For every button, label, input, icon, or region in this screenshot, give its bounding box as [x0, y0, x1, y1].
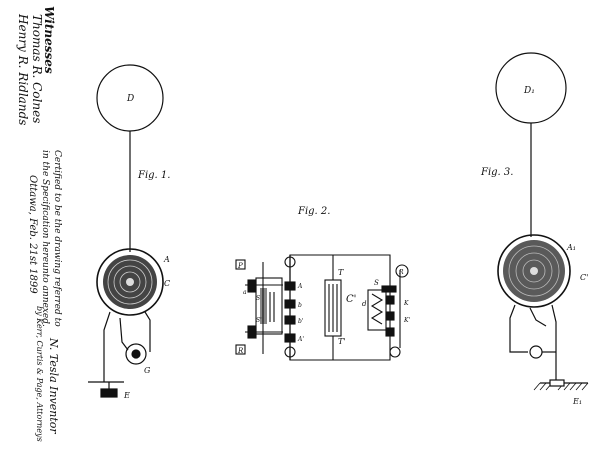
- fig1-device-G-center: [131, 349, 141, 359]
- fig2-contact-A2: [284, 333, 296, 343]
- fig2-contact-a2: [247, 325, 257, 339]
- fig1-coil-ring-2: [113, 265, 147, 299]
- fig3-coil-ring: [508, 245, 560, 297]
- fig3-label-C1: C': [580, 273, 588, 282]
- fig2-contact-S: [381, 285, 397, 293]
- fig2-spring-coil: [370, 293, 384, 325]
- fig3-left-lead: [509, 304, 528, 353]
- fig1-title: Fig. 1.: [137, 170, 170, 181]
- fig1-device-G: [125, 343, 147, 365]
- fig2-relay-box: [255, 277, 283, 335]
- fig3-ground-lead: [551, 304, 557, 383]
- fig2-label-a: a: [243, 289, 247, 296]
- fig2-coil-box: [367, 289, 387, 331]
- fig2-contact-a: [247, 279, 257, 293]
- fig1-coil-core: [126, 278, 134, 286]
- fig2-contact-b-top: [284, 281, 296, 291]
- fig2-contact-b: [284, 299, 296, 309]
- fig2-title: Fig. 2.: [297, 206, 330, 217]
- fig2-loop-top: [289, 254, 391, 270]
- fig2-label-S2: S': [256, 317, 262, 324]
- fig2-indicator-R: [395, 264, 409, 278]
- fig1-label-A: A: [163, 255, 170, 264]
- fig2-label-b2: b': [298, 318, 304, 325]
- fig1-coil-ring-3: [119, 271, 141, 293]
- fig2-label-K2: K': [403, 317, 410, 324]
- fig1-ground-lead: [103, 311, 111, 382]
- fig2-diagram: [235, 254, 409, 361]
- fig2-label-A2: A': [297, 336, 304, 343]
- fig2-label-T: T: [338, 268, 344, 277]
- fig3-label-A1: A₁: [566, 243, 576, 252]
- fig3-label-D1: D₁: [523, 86, 535, 96]
- fig3-inner-lead: [529, 307, 547, 327]
- fig1-label-G: G: [144, 366, 151, 375]
- fig3-title: Fig. 3.: [480, 167, 513, 178]
- fig1-device-lead: [144, 311, 151, 352]
- fig1-label-C: C: [164, 279, 170, 288]
- fig2-label-S: S: [256, 295, 260, 302]
- fig2-contact-K2: [385, 311, 395, 321]
- fig2-label-S3: S: [374, 279, 379, 287]
- fig1-label-E: E: [123, 391, 130, 400]
- fig1-coil-A: [96, 248, 164, 316]
- fig3-coil-A1: [497, 234, 571, 308]
- fig1-diagram: [88, 64, 164, 398]
- fig2-contact-b2: [284, 315, 296, 325]
- fig2-right-knob: [389, 346, 401, 358]
- fig2-condenser-C: [324, 279, 342, 337]
- fig2-contact-K: [385, 295, 395, 305]
- fig1-label-D: D: [126, 94, 134, 104]
- fig2-label-R: R: [237, 347, 244, 355]
- fig2-terminal-R: [235, 344, 246, 355]
- fig3-coil-core: [530, 267, 538, 275]
- fig2-loop-bottom: [289, 348, 391, 361]
- fig2-label-C2: C': [346, 294, 356, 305]
- fig3-diagram: [495, 52, 589, 391]
- fig2-label-R2: R: [398, 269, 404, 276]
- fig3-label-E1: E₁: [572, 397, 582, 406]
- fig3-earth-plate-E1: [549, 379, 565, 387]
- fig1-inner-lead: [119, 317, 129, 351]
- fig2-label-T2: T': [338, 337, 346, 346]
- fig3-coil-ring-2: [515, 252, 553, 290]
- fig2-label-P: P: [237, 262, 243, 270]
- fig2-label-b: b: [298, 302, 302, 309]
- fig2-label-d: d: [362, 300, 367, 308]
- fig2-terminal-P: [235, 259, 246, 270]
- fig3-device: [529, 345, 543, 359]
- fig1-coil-ring: [107, 259, 153, 305]
- fig2-label-K: K: [403, 300, 409, 307]
- fig3-coil-ring-3: [522, 259, 546, 283]
- fig2-contact-K3: [385, 327, 395, 337]
- fig1-earth-plate-E: [100, 388, 118, 398]
- fig2-label-A: A: [297, 283, 303, 290]
